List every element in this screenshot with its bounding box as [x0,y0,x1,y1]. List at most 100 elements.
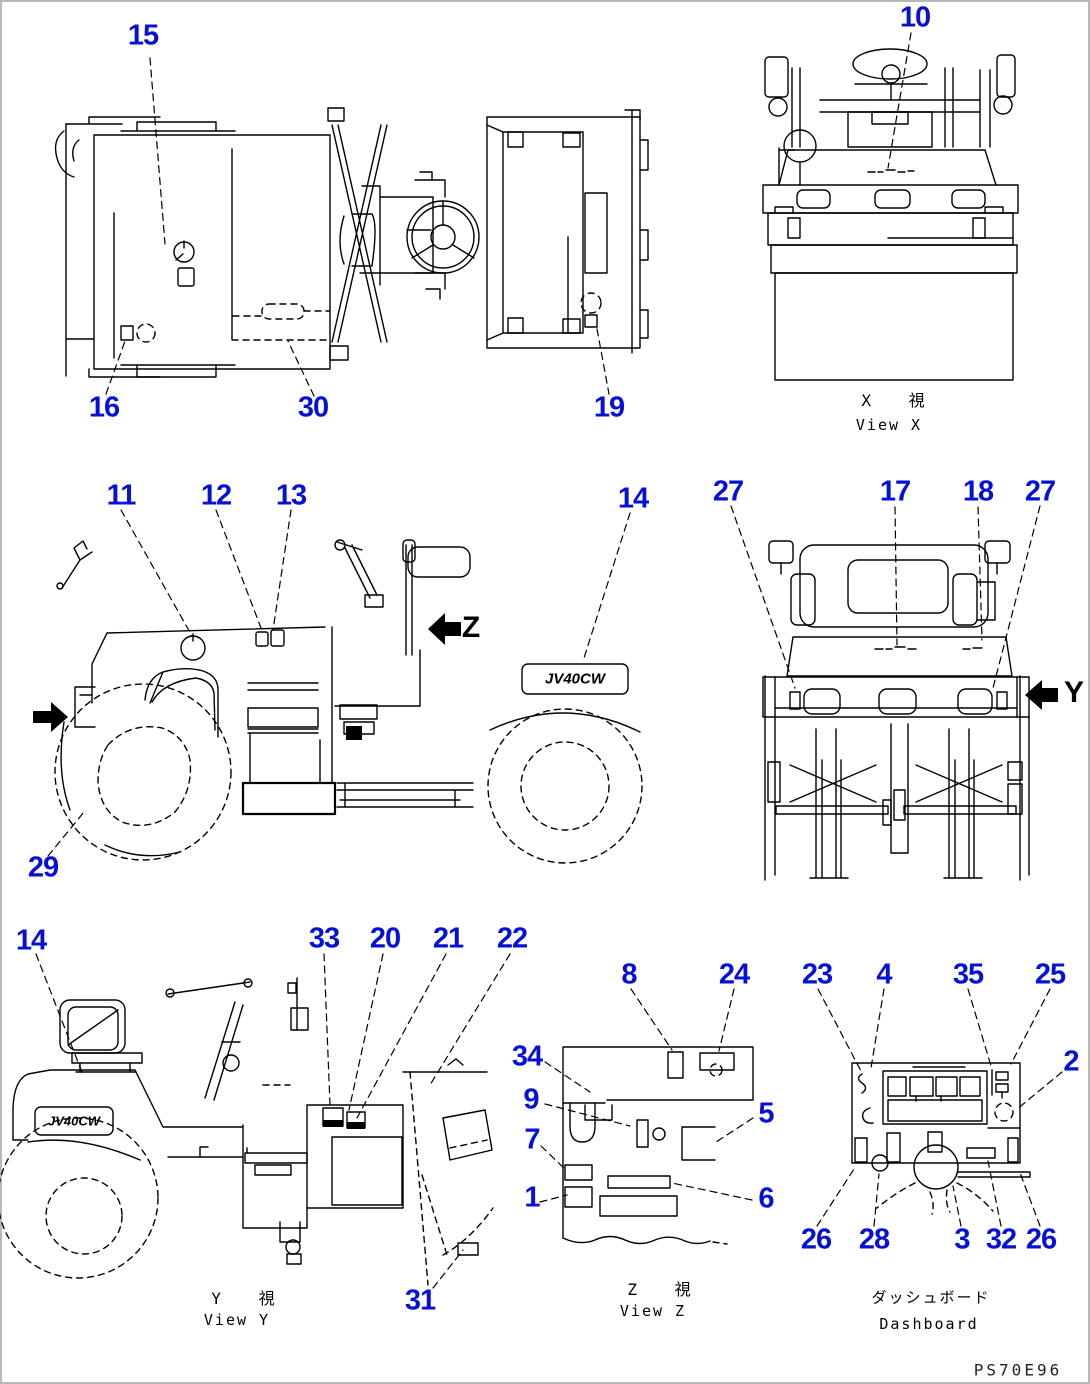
callout-9: 9 [523,1083,539,1116]
callout-25: 25 [1034,958,1066,991]
callout-14: 14 [617,482,649,515]
leader-27-right [992,505,1041,689]
callout-12: 12 [200,479,232,512]
caption-view-y-en: View Y [203,1311,271,1329]
callout-19: 19 [593,391,625,424]
callout-4: 4 [876,958,892,991]
leader-28 [873,1173,880,1227]
callout-31: 31 [404,1284,436,1317]
leader-13 [272,509,292,631]
leader-20 [348,953,384,1111]
callout-15: 15 [127,19,159,52]
leader-30 [287,340,315,397]
leader-29 [47,811,85,857]
callout-18: 18 [962,475,994,508]
callout-11: 11 [106,479,137,512]
leader-35 [967,988,992,1067]
dashboard-drawing [816,988,1063,1227]
leader-6 [671,1182,753,1201]
drawing-part-number: PS70E96 [973,1360,1063,1380]
callout-8: 8 [621,958,637,991]
leader-33 [323,953,331,1106]
model-decal-view-y: JV40CW [47,1113,101,1129]
callout-33: 33 [308,922,340,955]
view-y-drawing [0,953,511,1289]
callout-3: 3 [954,1223,970,1256]
leader-18 [977,506,983,641]
leader-9 [544,1103,631,1127]
callout-2: 2 [1063,1045,1079,1078]
callout-29: 29 [27,851,59,884]
callout-14: 14 [15,924,47,957]
view-z-drawing [539,988,754,1245]
callout-6: 6 [758,1182,774,1215]
callout-27: 27 [1024,475,1056,508]
model-decal-side: JV40CW [544,670,606,688]
leader-3 [952,1185,962,1227]
leader-14-side [583,512,631,659]
callout-7: 7 [524,1123,540,1156]
callout-21: 21 [432,922,464,955]
leader-11 [120,509,193,637]
callout-5: 5 [758,1097,774,1130]
caption-view-z-jp: Z 視 [627,1280,691,1299]
leader-8 [630,988,673,1051]
leader-7 [540,1145,567,1171]
caption-view-z-en: View Z [619,1302,687,1320]
callout-23: 23 [801,958,833,991]
caption-view-x-jp: X 視 [861,391,925,410]
callout-34: 34 [511,1040,543,1073]
leader-24 [718,988,735,1052]
callout-13: 13 [275,479,307,512]
leader-15 [149,57,166,245]
leader-2 [1015,1071,1063,1111]
callout-30: 30 [297,391,329,424]
callout-10: 10 [899,1,931,34]
view-y-direction-arrow [1025,680,1058,710]
callout-28: 28 [858,1223,890,1256]
side-view-drawing [33,509,643,864]
callout-1: 1 [524,1181,540,1214]
top-view-drawing [54,57,649,397]
callout-22: 22 [496,922,528,955]
leader-21 [356,953,447,1119]
callout-16: 16 [88,391,120,424]
leader-16 [105,340,126,395]
rear-logo-mark-right [962,647,983,650]
caption-dashboard-jp: ダッシュボード [871,1288,991,1307]
direction-letter-y: Y [1063,676,1085,709]
leader-26-left [816,1165,857,1227]
front-logo-mark [867,169,915,173]
leader-26-right [1018,1169,1041,1227]
callout-26: 26 [800,1223,832,1256]
callout-27: 27 [712,475,744,508]
callout-32: 32 [985,1223,1017,1256]
leader-5 [715,1117,754,1143]
leader-10 [887,32,912,169]
leader-4 [870,988,885,1069]
rear-logo-mark-left [874,646,917,650]
callout-26: 26 [1025,1223,1057,1256]
leader-17 [894,506,898,646]
leader-31 [432,1249,464,1289]
leader-1 [539,1194,568,1203]
rear-view-drawing [730,505,1058,881]
caption-view-x-en: View X [855,416,923,434]
direction-letter-z: Z [461,611,481,644]
leader-22 [429,953,511,1086]
leader-27-left [730,505,796,689]
leader-19 [596,328,610,395]
callout-20: 20 [369,922,401,955]
callout-35: 35 [952,958,984,991]
leader-32 [987,1160,1002,1227]
front-view-drawing [762,32,1019,381]
leader-34 [544,1061,591,1093]
callout-24: 24 [718,958,750,991]
view-z-direction-arrow [428,613,461,645]
callout-17: 17 [879,475,911,508]
leader-25 [1010,988,1051,1065]
view-x-direction-arrow [33,702,68,732]
leader-12 [215,509,262,629]
